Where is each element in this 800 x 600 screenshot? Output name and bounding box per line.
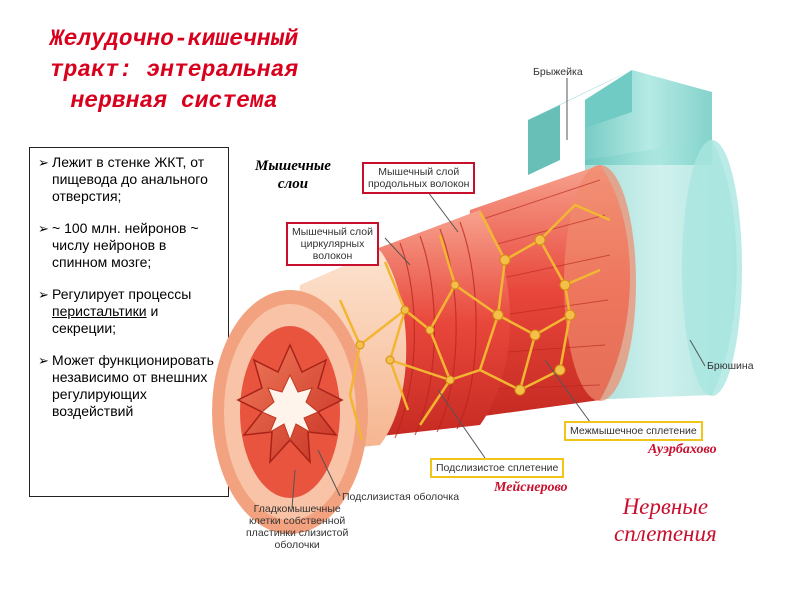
arrow-bullet-icon: ➢: [38, 287, 49, 302]
label-peritoneum: Брюшина: [707, 360, 754, 372]
annotation-line: слои: [277, 176, 309, 192]
peristalsis-link: перистальтики: [52, 303, 147, 319]
annotation-muscle-layers: Мышечные слои: [255, 157, 331, 193]
mesentery-shape: [528, 70, 712, 175]
label-line: оболочки: [274, 539, 320, 551]
annotation-auerbach: Ауэрбахово: [648, 442, 717, 457]
bullet-text: ~ 100 млн. нейронов ~ числу нейронов в с…: [52, 220, 199, 270]
bullet-text: Лежит в стенке ЖКТ, от пищевода до аналь…: [52, 154, 208, 204]
label-line: пластинки слизистой: [246, 527, 349, 539]
bullet-item: ➢ Может функционировать независимо от вн…: [38, 352, 224, 420]
label-line: клетки собственной: [249, 515, 346, 527]
bullet-item: ➢ Лежит в стенке ЖКТ, от пищевода до ана…: [38, 154, 224, 205]
page-title: Желудочно-кишечный тракт: энтеральная не…: [14, 24, 334, 117]
label-longitudinal-muscle: Мышечный слой продольных волокон: [362, 162, 476, 194]
facts-box: ➢ Лежит в стенке ЖКТ, от пищевода до ана…: [29, 147, 229, 497]
annotation-meissner: Мейснерово: [494, 480, 568, 495]
bullet-item: ➢ Регулирует процессы перистальтики и се…: [38, 286, 224, 337]
label-line: циркулярных: [300, 238, 365, 250]
label-line: продольных волокон: [368, 178, 470, 190]
title-line-3: нервная система: [70, 88, 278, 114]
bullet-text-pre: Регулирует процессы: [52, 286, 192, 302]
bullet-text: Может функционировать независимо от внеш…: [52, 352, 214, 419]
arrow-bullet-icon: ➢: [38, 155, 49, 170]
label-line: Мышечный слой: [292, 226, 374, 238]
annotation-line: Мышечные: [255, 158, 331, 174]
leader-lines: [291, 78, 706, 509]
bullet-text-post: и секреции;: [52, 303, 159, 336]
title-line-1: Желудочно-кишечный: [49, 26, 299, 52]
label-smooth-muscle-cells: Гладкомышечные клетки собственной пласти…: [246, 503, 348, 551]
annotation-line: Нервные: [622, 494, 709, 519]
label-mesentery: Брыжейка: [533, 66, 583, 78]
label-line: волокон: [312, 250, 353, 262]
label-line: Мышечный слой: [378, 166, 460, 178]
label-circular-muscle: Мышечный слой циркулярных волокон: [286, 222, 380, 266]
annotation-line: сплетения: [614, 521, 717, 546]
arrow-bullet-icon: ➢: [38, 221, 49, 236]
label-myenteric-plexus: Межмышечное сплетение: [564, 421, 703, 441]
label-submucosa: Подслизистая оболочка: [342, 491, 460, 503]
annotation-nerve-plexus: Нервные сплетения: [614, 493, 717, 547]
label-line: Гладкомышечные: [253, 503, 341, 515]
arrow-bullet-icon: ➢: [38, 353, 49, 368]
label-submucosal-plexus: Подслизистое сплетение: [430, 458, 565, 478]
bullet-item: ➢ ~ 100 млн. нейронов ~ числу нейронов в…: [38, 220, 224, 271]
title-line-2: тракт: энтеральная: [49, 57, 299, 83]
ganglion-nodes: [355, 234, 576, 396]
